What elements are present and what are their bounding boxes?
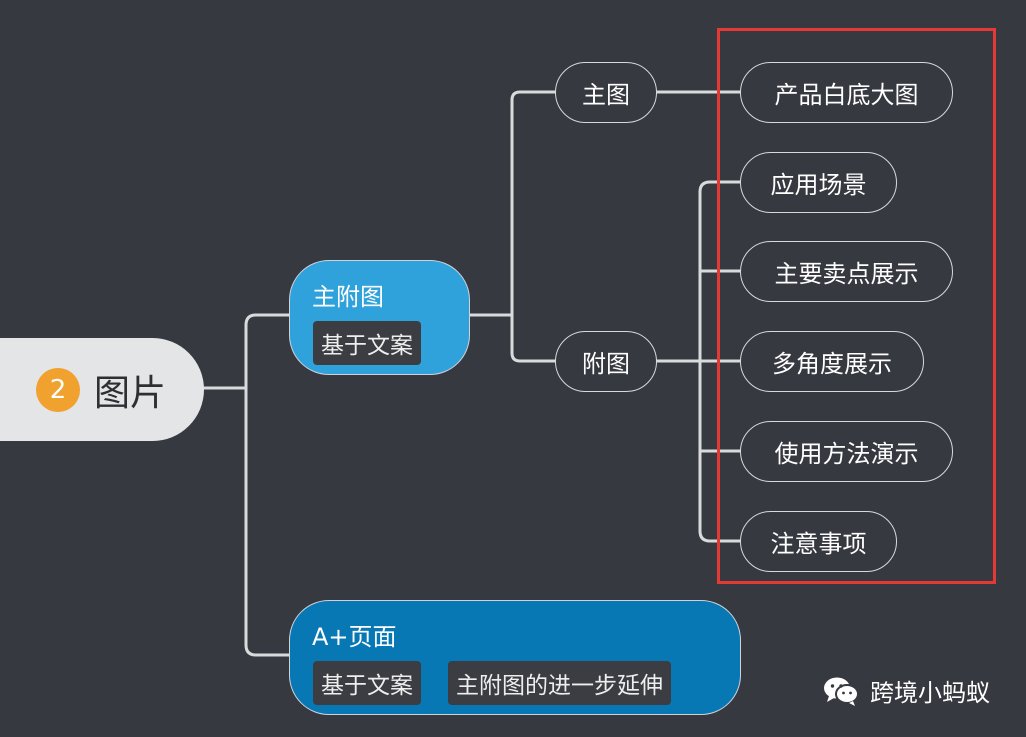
node-main-image[interactable]: 主图	[555, 62, 657, 123]
central-topic-label: 图片	[94, 372, 167, 414]
branch-tag: 主附图的进一步延伸	[448, 661, 671, 705]
leaf-node[interactable]: 产品白底大图	[740, 62, 953, 123]
branch-title: 主附图	[312, 283, 384, 311]
branch-tag: 基于文案	[313, 661, 421, 705]
central-topic[interactable]: 2 图片	[0, 338, 204, 441]
number-badge: 2	[36, 367, 80, 412]
node-sub-images[interactable]: 附图	[555, 331, 657, 392]
leaf-node[interactable]: 多角度展示	[740, 331, 924, 392]
branch-title: A+页面	[312, 623, 397, 651]
highlight-box	[717, 28, 996, 584]
wechat-icon	[824, 677, 859, 706]
branch-aplus-page[interactable]: A+页面 基于文案 主附图的进一步延伸	[289, 600, 741, 715]
leaf-node[interactable]: 注意事项	[740, 511, 897, 572]
branch-main-images[interactable]: 主附图 基于文案	[289, 260, 470, 375]
watermark-text: 跨境小蚂蚁	[870, 679, 990, 707]
leaf-node[interactable]: 应用场景	[740, 152, 897, 213]
branch-tag: 基于文案	[313, 321, 421, 365]
leaf-node[interactable]: 使用方法演示	[740, 421, 953, 482]
watermark: 跨境小蚂蚁	[822, 673, 990, 708]
leaf-node[interactable]: 主要卖点展示	[740, 241, 953, 302]
